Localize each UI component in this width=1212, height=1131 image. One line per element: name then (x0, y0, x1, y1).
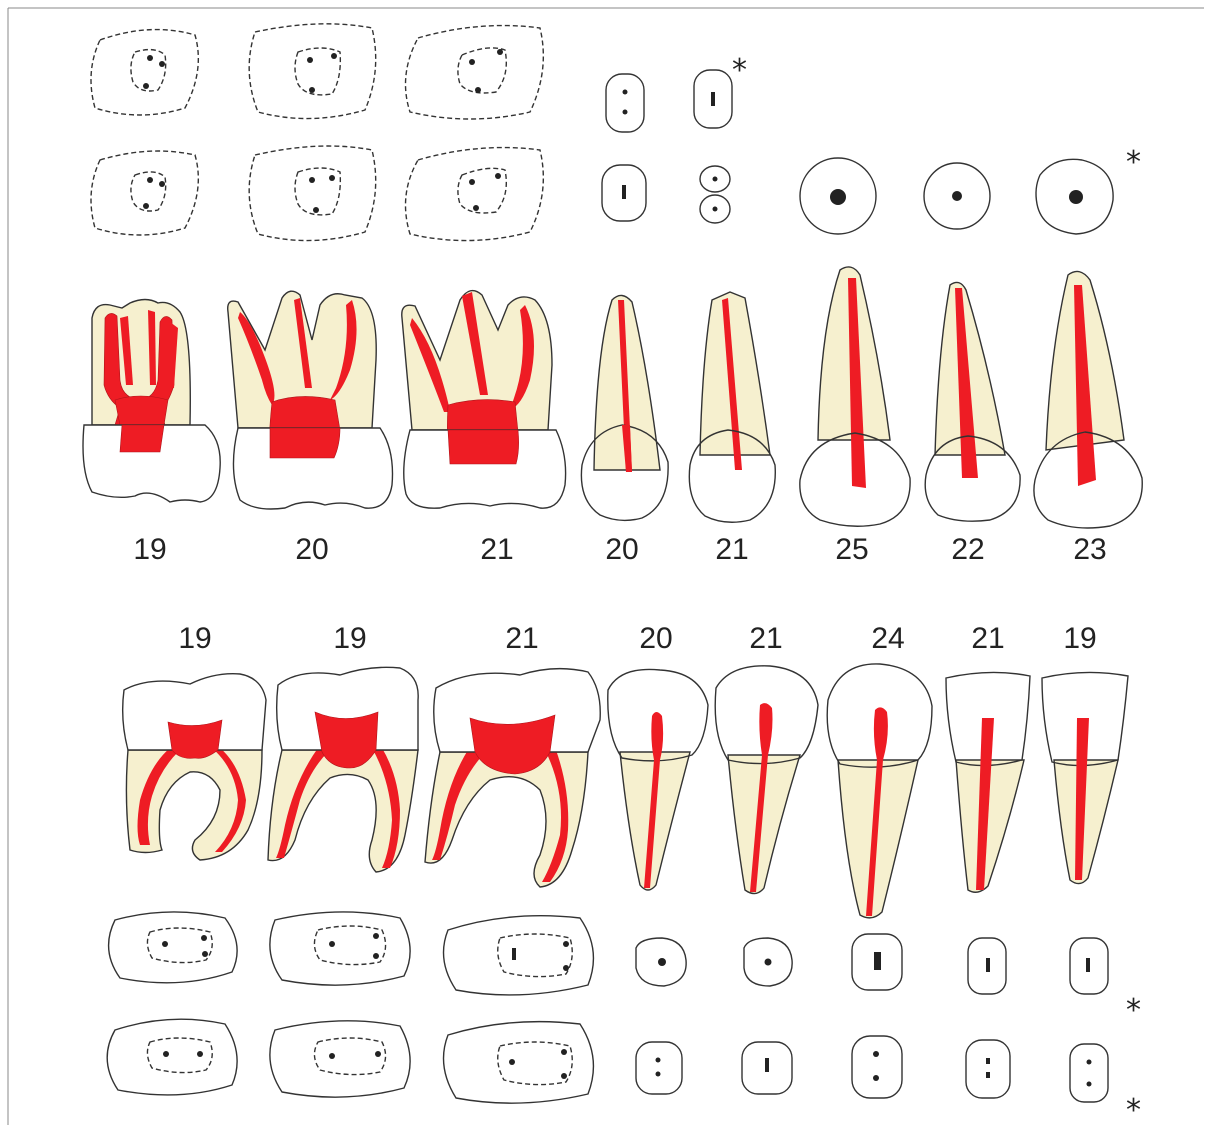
upper-tooth-length-8: 23 (1073, 533, 1106, 566)
lower-lateral-incisor-section-bottom (966, 1040, 1010, 1098)
lower-tooth-length-1: 19 (178, 622, 211, 655)
lower-canine-section-bottom (852, 1036, 902, 1098)
lower-tooth-length-7: 21 (971, 622, 1004, 655)
lower-tooth-length-3: 21 (505, 622, 538, 655)
upper-canine (800, 267, 910, 526)
upper-tooth-length-6: 25 (835, 533, 868, 566)
lower-tooth-length-2: 19 (333, 622, 366, 655)
upper-canine-section (800, 158, 876, 234)
upper-tooth-length-5: 21 (715, 533, 748, 566)
lower-tooth-length-4: 20 (639, 622, 672, 655)
lower-molar-2-section-bottom (270, 1021, 410, 1097)
asterisk-lower-row-1: * (1126, 993, 1141, 1028)
lower-second-molar (268, 667, 418, 872)
upper-premolar-1-section-bottom (602, 165, 646, 221)
upper-molar-1-section-bottom (91, 151, 198, 235)
lower-premolar-2-section-top (744, 938, 792, 986)
lower-molar-3-section-top (444, 916, 594, 995)
upper-second-molar (228, 291, 393, 509)
lower-molar-1-section-bottom (107, 1019, 237, 1095)
upper-molar-1-section-top (91, 30, 198, 115)
lower-lateral-incisor (946, 672, 1030, 892)
upper-molar-2-section-top (249, 24, 376, 119)
lower-central-incisor-section-bottom (1070, 1044, 1108, 1102)
upper-tooth-length-1: 19 (133, 533, 166, 566)
upper-tooth-length-2: 20 (295, 533, 328, 566)
lower-canine (827, 664, 932, 918)
lower-premolar-2-section-bottom (742, 1042, 792, 1094)
lower-tooth-length-5: 21 (749, 622, 782, 655)
upper-premolar-1-section-top (606, 74, 644, 132)
lower-molar-2-section-top (270, 912, 410, 985)
lower-molar-3-section-bottom (444, 1022, 594, 1104)
upper-third-molar (402, 291, 566, 509)
upper-molar-3-section-bottom (406, 148, 544, 241)
upper-lateral-incisor-section (924, 163, 990, 229)
lower-first-premolar (608, 669, 708, 890)
upper-molar-3-section-top (406, 26, 544, 119)
asterisk-upper-premolar: * (732, 53, 747, 88)
upper-second-premolar (689, 292, 775, 522)
lower-central-incisor-section-top (1070, 938, 1108, 994)
lower-second-premolar (715, 666, 818, 894)
lower-premolar-1-section-bottom (636, 1042, 682, 1094)
lower-tooth-length-8: 19 (1063, 622, 1096, 655)
asterisk-upper-incisor: * (1126, 145, 1141, 180)
asterisk-lower-row-2: * (1126, 1093, 1141, 1128)
upper-tooth-length-4: 20 (605, 533, 638, 566)
lower-canine-section-top (852, 934, 902, 990)
upper-first-molar (83, 300, 220, 503)
upper-molar-2-section-bottom (249, 146, 376, 241)
lower-first-molar (123, 674, 266, 860)
lower-lateral-incisor-section-top (968, 938, 1006, 994)
upper-central-incisor-section (1036, 159, 1113, 234)
upper-tooth-length-3: 21 (480, 533, 513, 566)
lower-third-molar (425, 669, 600, 887)
lower-premolar-1-section-top (636, 938, 686, 986)
upper-premolar-2-section-bottom (700, 166, 730, 223)
upper-premolar-2-section-top (694, 70, 732, 128)
lower-tooth-length-6: 24 (871, 622, 904, 655)
lower-central-incisor (1042, 672, 1128, 883)
upper-first-premolar (581, 295, 668, 520)
upper-central-incisor (1034, 271, 1142, 528)
upper-lateral-incisor (925, 282, 1020, 521)
upper-tooth-length-7: 22 (951, 533, 984, 566)
lower-molar-1-section-top (109, 912, 238, 983)
